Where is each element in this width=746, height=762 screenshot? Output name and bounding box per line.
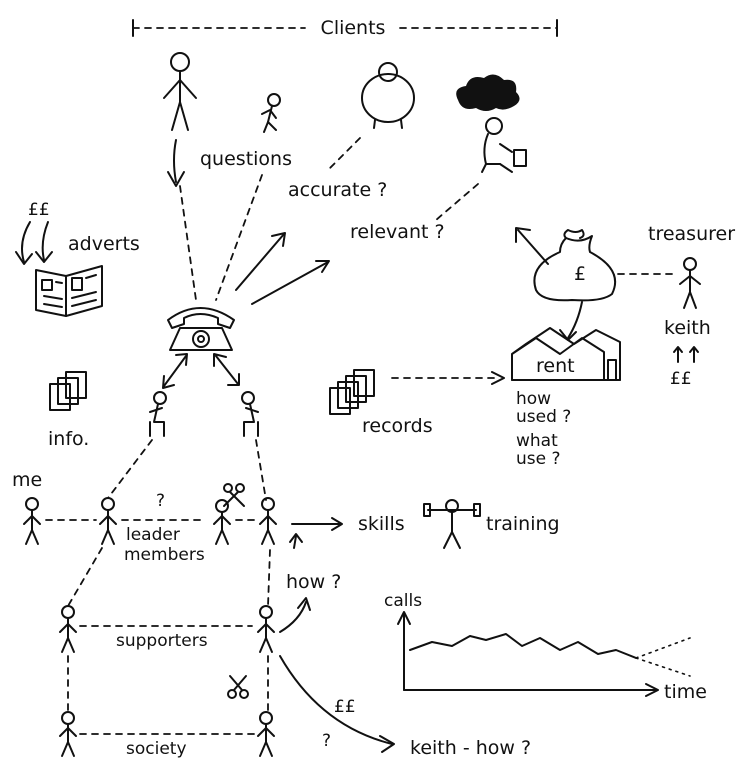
client-person-icon — [163, 52, 197, 131]
how-label: how ? — [286, 571, 341, 593]
worried-person-icon — [456, 74, 527, 173]
members-label: members — [124, 545, 205, 565]
accurate-arrow — [235, 233, 285, 291]
scissors-lower-icon — [227, 675, 249, 699]
questions-label: questions — [200, 148, 292, 170]
house-icon — [511, 327, 621, 381]
clients-bracket — [132, 19, 558, 37]
phone-operator-right — [241, 391, 259, 437]
supporter-right-person-icon — [257, 605, 275, 653]
treasurer-label: treasurer — [648, 223, 735, 245]
relevant-label: relevant ? — [350, 221, 445, 243]
training-label: training — [486, 513, 560, 535]
keith-how-label: keith - how ? — [410, 737, 531, 759]
society-left-person-icon — [59, 711, 77, 757]
client-phone-dash — [179, 185, 197, 301]
member-person-icon — [213, 499, 231, 545]
records-icon — [329, 369, 375, 415]
client-to-phone-arrow — [173, 139, 177, 183]
leader-label: leader — [126, 525, 180, 545]
keith-pound-signs: ££ — [670, 369, 692, 389]
accurate-label: accurate ? — [288, 179, 387, 201]
keith-label: keith — [664, 317, 711, 339]
documents-icon — [49, 371, 87, 411]
supporter-left-person-icon — [59, 605, 77, 653]
member-right-person-icon — [259, 497, 277, 545]
money-bag-icon — [533, 229, 617, 302]
adverts-label: adverts — [68, 233, 140, 255]
me-person-icon — [23, 497, 41, 545]
what-use-label: what use ? — [516, 431, 563, 469]
time-label: time — [664, 681, 707, 703]
leader-person-icon — [99, 497, 117, 545]
adverts-pound-signs: ££ — [28, 200, 50, 220]
info-label: info. — [48, 428, 89, 450]
society-label: society — [126, 739, 187, 759]
scissors-icon — [223, 483, 245, 507]
bottom-question: ? — [322, 731, 331, 751]
bottom-pound-signs: ££ — [334, 697, 356, 717]
supporters-label: supporters — [116, 631, 208, 651]
phone-operator-left — [149, 391, 167, 437]
leader-question: ? — [156, 491, 165, 511]
records-label: records — [362, 415, 433, 437]
me-label: me — [12, 469, 42, 491]
small-person-icon — [261, 93, 281, 133]
rent-label: rent — [536, 355, 575, 377]
skills-label: skills — [358, 513, 405, 535]
telephone-icon — [167, 307, 235, 351]
clients-label: Clients — [321, 17, 386, 39]
relevant-arrow — [251, 261, 329, 305]
newspaper-icon — [35, 265, 103, 317]
how-used-label: how used ? — [516, 389, 571, 427]
money-bag-pound: £ — [574, 263, 586, 285]
weights-person-icon — [423, 499, 481, 549]
treasurer-person-icon — [679, 257, 701, 309]
calls-chart — [397, 611, 691, 697]
large-person-icon — [361, 62, 415, 129]
calls-label: calls — [384, 591, 422, 611]
society-right-person-icon — [257, 711, 275, 757]
